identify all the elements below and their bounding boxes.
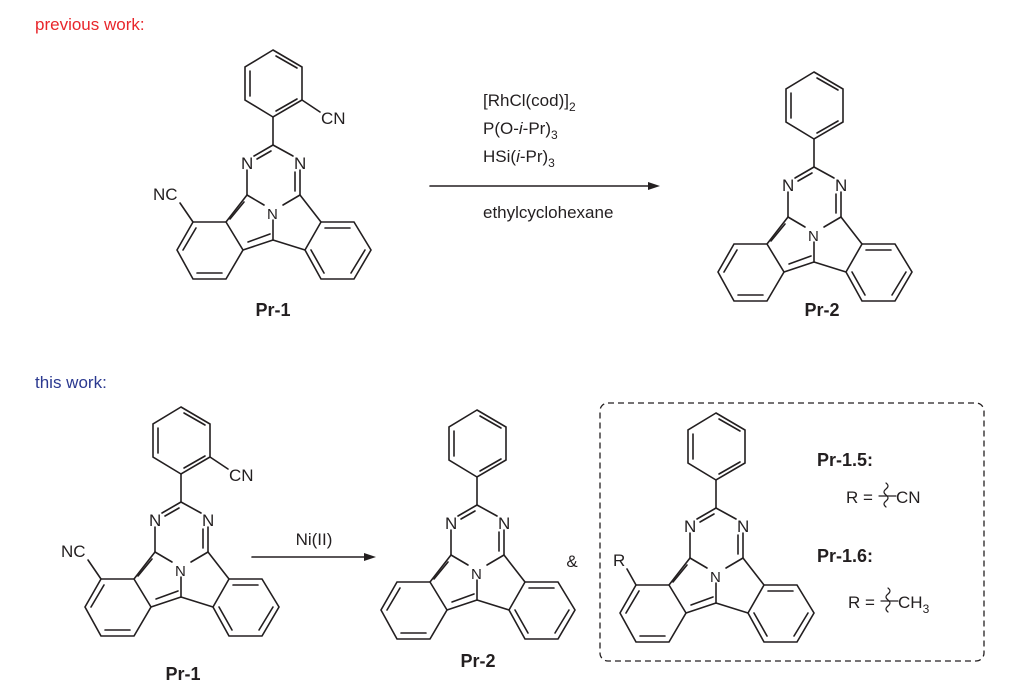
nitrile-label: NC <box>61 542 86 561</box>
ampersand: & <box>566 552 578 571</box>
r-group-label: R <box>613 551 625 570</box>
variant-r-group: CH3 <box>898 593 930 616</box>
molecule-pr-2-top <box>717 71 913 302</box>
compound-label: Pr-2 <box>804 300 839 320</box>
this-work-heading: this work: <box>35 373 107 392</box>
molecule-pr-1-bottom: CN NC <box>61 406 280 637</box>
nitrile-label: NC <box>153 185 178 204</box>
wavy-bond-icon <box>885 587 891 613</box>
compound-label: Pr-1 <box>165 664 200 684</box>
compound-label: Pr-2 <box>460 651 495 671</box>
cyano-label: CN <box>229 466 254 485</box>
reagent-ni: Ni(II) <box>296 530 333 549</box>
reagent-3: HSi(i-Pr)3 <box>483 147 555 170</box>
molecule-pr-1-top: CN NC <box>153 49 372 280</box>
arrow-head-icon <box>364 553 376 561</box>
variant-name: Pr-1.6: <box>817 546 873 566</box>
variant-r-group: CN <box>896 488 921 507</box>
variant-r-prefix: R = <box>846 488 873 507</box>
reagent-2: P(O-i-Pr)3 <box>483 119 558 142</box>
molecule-r-substituted: R <box>613 412 815 643</box>
previous-work-heading: previous work: <box>35 15 145 34</box>
wavy-bond-icon <box>883 482 889 508</box>
cyano-label: CN <box>321 109 346 128</box>
variant-name: Pr-1.5: <box>817 450 873 470</box>
variant-r-prefix: R = <box>848 593 875 612</box>
molecule-pr-2-bottom <box>380 409 576 640</box>
byproduct-box <box>599 402 985 662</box>
arrow-head-icon <box>648 182 660 190</box>
compound-label: Pr-1 <box>255 300 290 320</box>
reagent-1: [RhCl(cod)]2 <box>483 91 576 114</box>
solvent: ethylcyclohexane <box>483 203 613 222</box>
